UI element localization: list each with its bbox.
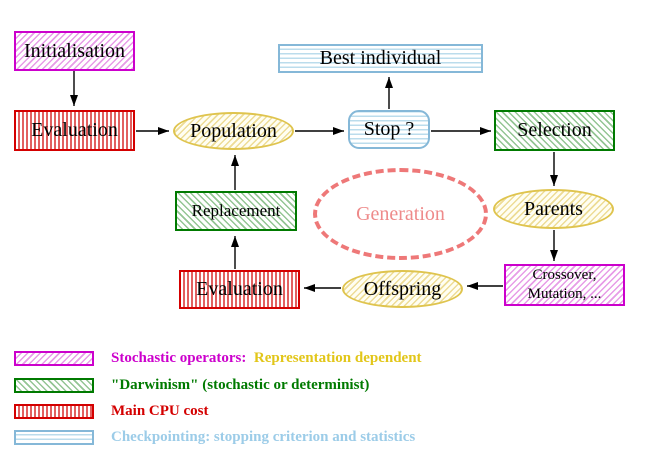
legend-label-darwinism: "Darwinism" (stochastic or determinist) bbox=[111, 377, 370, 393]
legend-swatch-checkpointing bbox=[14, 430, 94, 445]
crossover-line2: Mutation, ... bbox=[527, 286, 602, 302]
node-offspring: Offspring bbox=[342, 270, 463, 308]
legend-label-cpu: Main CPU cost bbox=[111, 403, 209, 419]
node-evaluation-bottom: Evaluation bbox=[179, 270, 300, 309]
node-replacement: Replacement bbox=[175, 191, 297, 231]
legend-row-darwinism: "Darwinism" (stochastic or determinist) bbox=[14, 377, 369, 394]
legend-swatch-darwinism bbox=[14, 378, 94, 393]
node-initialisation: Initialisation bbox=[14, 31, 135, 71]
legend-label-checkpointing: Checkpointing: stopping criterion and st… bbox=[111, 429, 416, 445]
legend-label-stochastic-primary: Stochastic operators: bbox=[111, 350, 247, 366]
node-evaluation-top: Evaluation bbox=[14, 110, 135, 151]
node-stop: Stop ? bbox=[348, 110, 430, 149]
generation-cycle-ellipse: Generation bbox=[313, 168, 488, 260]
node-population: Population bbox=[173, 112, 294, 150]
legend-label-stochastic: Stochastic operators: Representation dep… bbox=[111, 350, 422, 367]
legend-row-stochastic: Stochastic operators: Representation dep… bbox=[14, 350, 422, 367]
node-parents: Parents bbox=[493, 189, 614, 229]
legend-swatch-stochastic bbox=[14, 351, 94, 366]
legend-label-stochastic-secondary: Representation dependent bbox=[246, 350, 422, 366]
node-best-individual: Best individual bbox=[278, 44, 483, 73]
node-crossover-mutation: Crossover, Mutation, ... bbox=[504, 264, 625, 306]
legend-swatch-cpu bbox=[14, 404, 94, 419]
crossover-line1: Crossover, bbox=[532, 267, 597, 284]
legend-row-cpu: Main CPU cost bbox=[14, 403, 209, 420]
legend-row-checkpointing: Checkpointing: stopping criterion and st… bbox=[14, 429, 415, 446]
node-selection: Selection bbox=[494, 110, 615, 151]
